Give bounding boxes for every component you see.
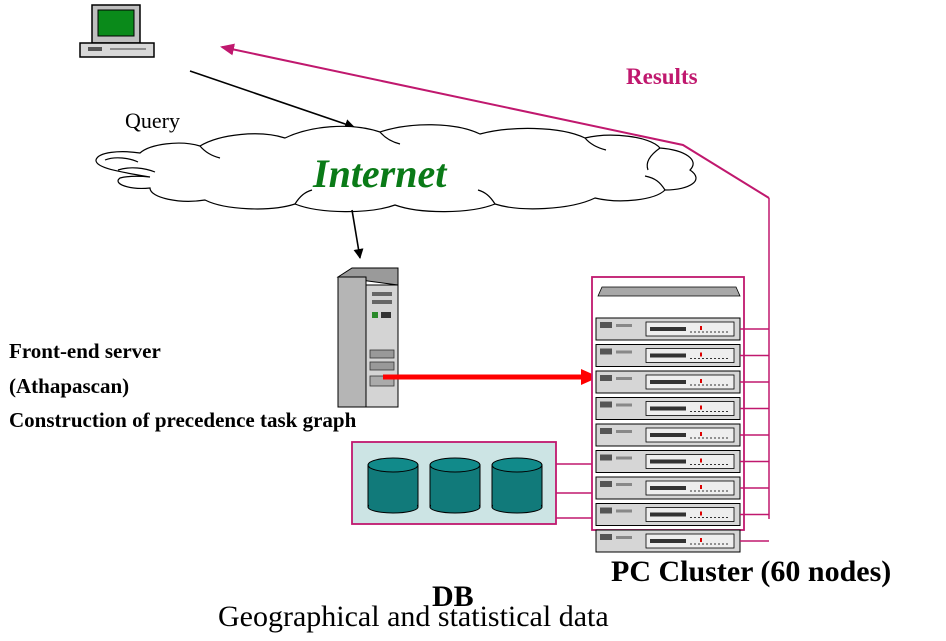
pc-cluster-label: PC Cluster (60 nodes) (611, 555, 892, 588)
query-arrow (189, 70, 355, 129)
rack-node-icon (595, 370, 741, 394)
rack-node-icon (595, 423, 741, 447)
internet-to-server-arrow (351, 209, 364, 259)
server-tower-icon (336, 267, 399, 408)
rack-node-icon (595, 476, 741, 500)
database-cylinder-icon (429, 457, 481, 514)
computer-icon (79, 4, 155, 58)
query-label: Query (125, 108, 180, 133)
cluster-bus (740, 198, 770, 542)
internet-label: Internet (313, 151, 447, 196)
database-box (351, 441, 557, 525)
task-graph-label: Construction of precedence task graph (9, 408, 357, 432)
rack-node-icon (595, 450, 741, 473)
cloud-icon (95, 124, 697, 213)
rack-node-icon (595, 397, 741, 420)
results-arrow (220, 43, 770, 199)
rack-node-icon (595, 317, 741, 341)
front-end-server-label: Front-end server (9, 339, 161, 363)
pc-cluster-rack (591, 276, 745, 553)
results-label: Results (626, 64, 698, 89)
database-cylinder-icon (491, 457, 543, 514)
db-description-label: Geographical and statistical data (218, 600, 609, 633)
rack-node-icon (595, 344, 741, 367)
database-cylinder-icon (367, 457, 419, 514)
db-label: DB (432, 580, 474, 613)
db-cluster-links (556, 463, 592, 519)
rack-node-icon (595, 529, 741, 553)
rack-node-icon (595, 503, 741, 526)
athapascan-label: (Athapascan) (9, 374, 130, 398)
